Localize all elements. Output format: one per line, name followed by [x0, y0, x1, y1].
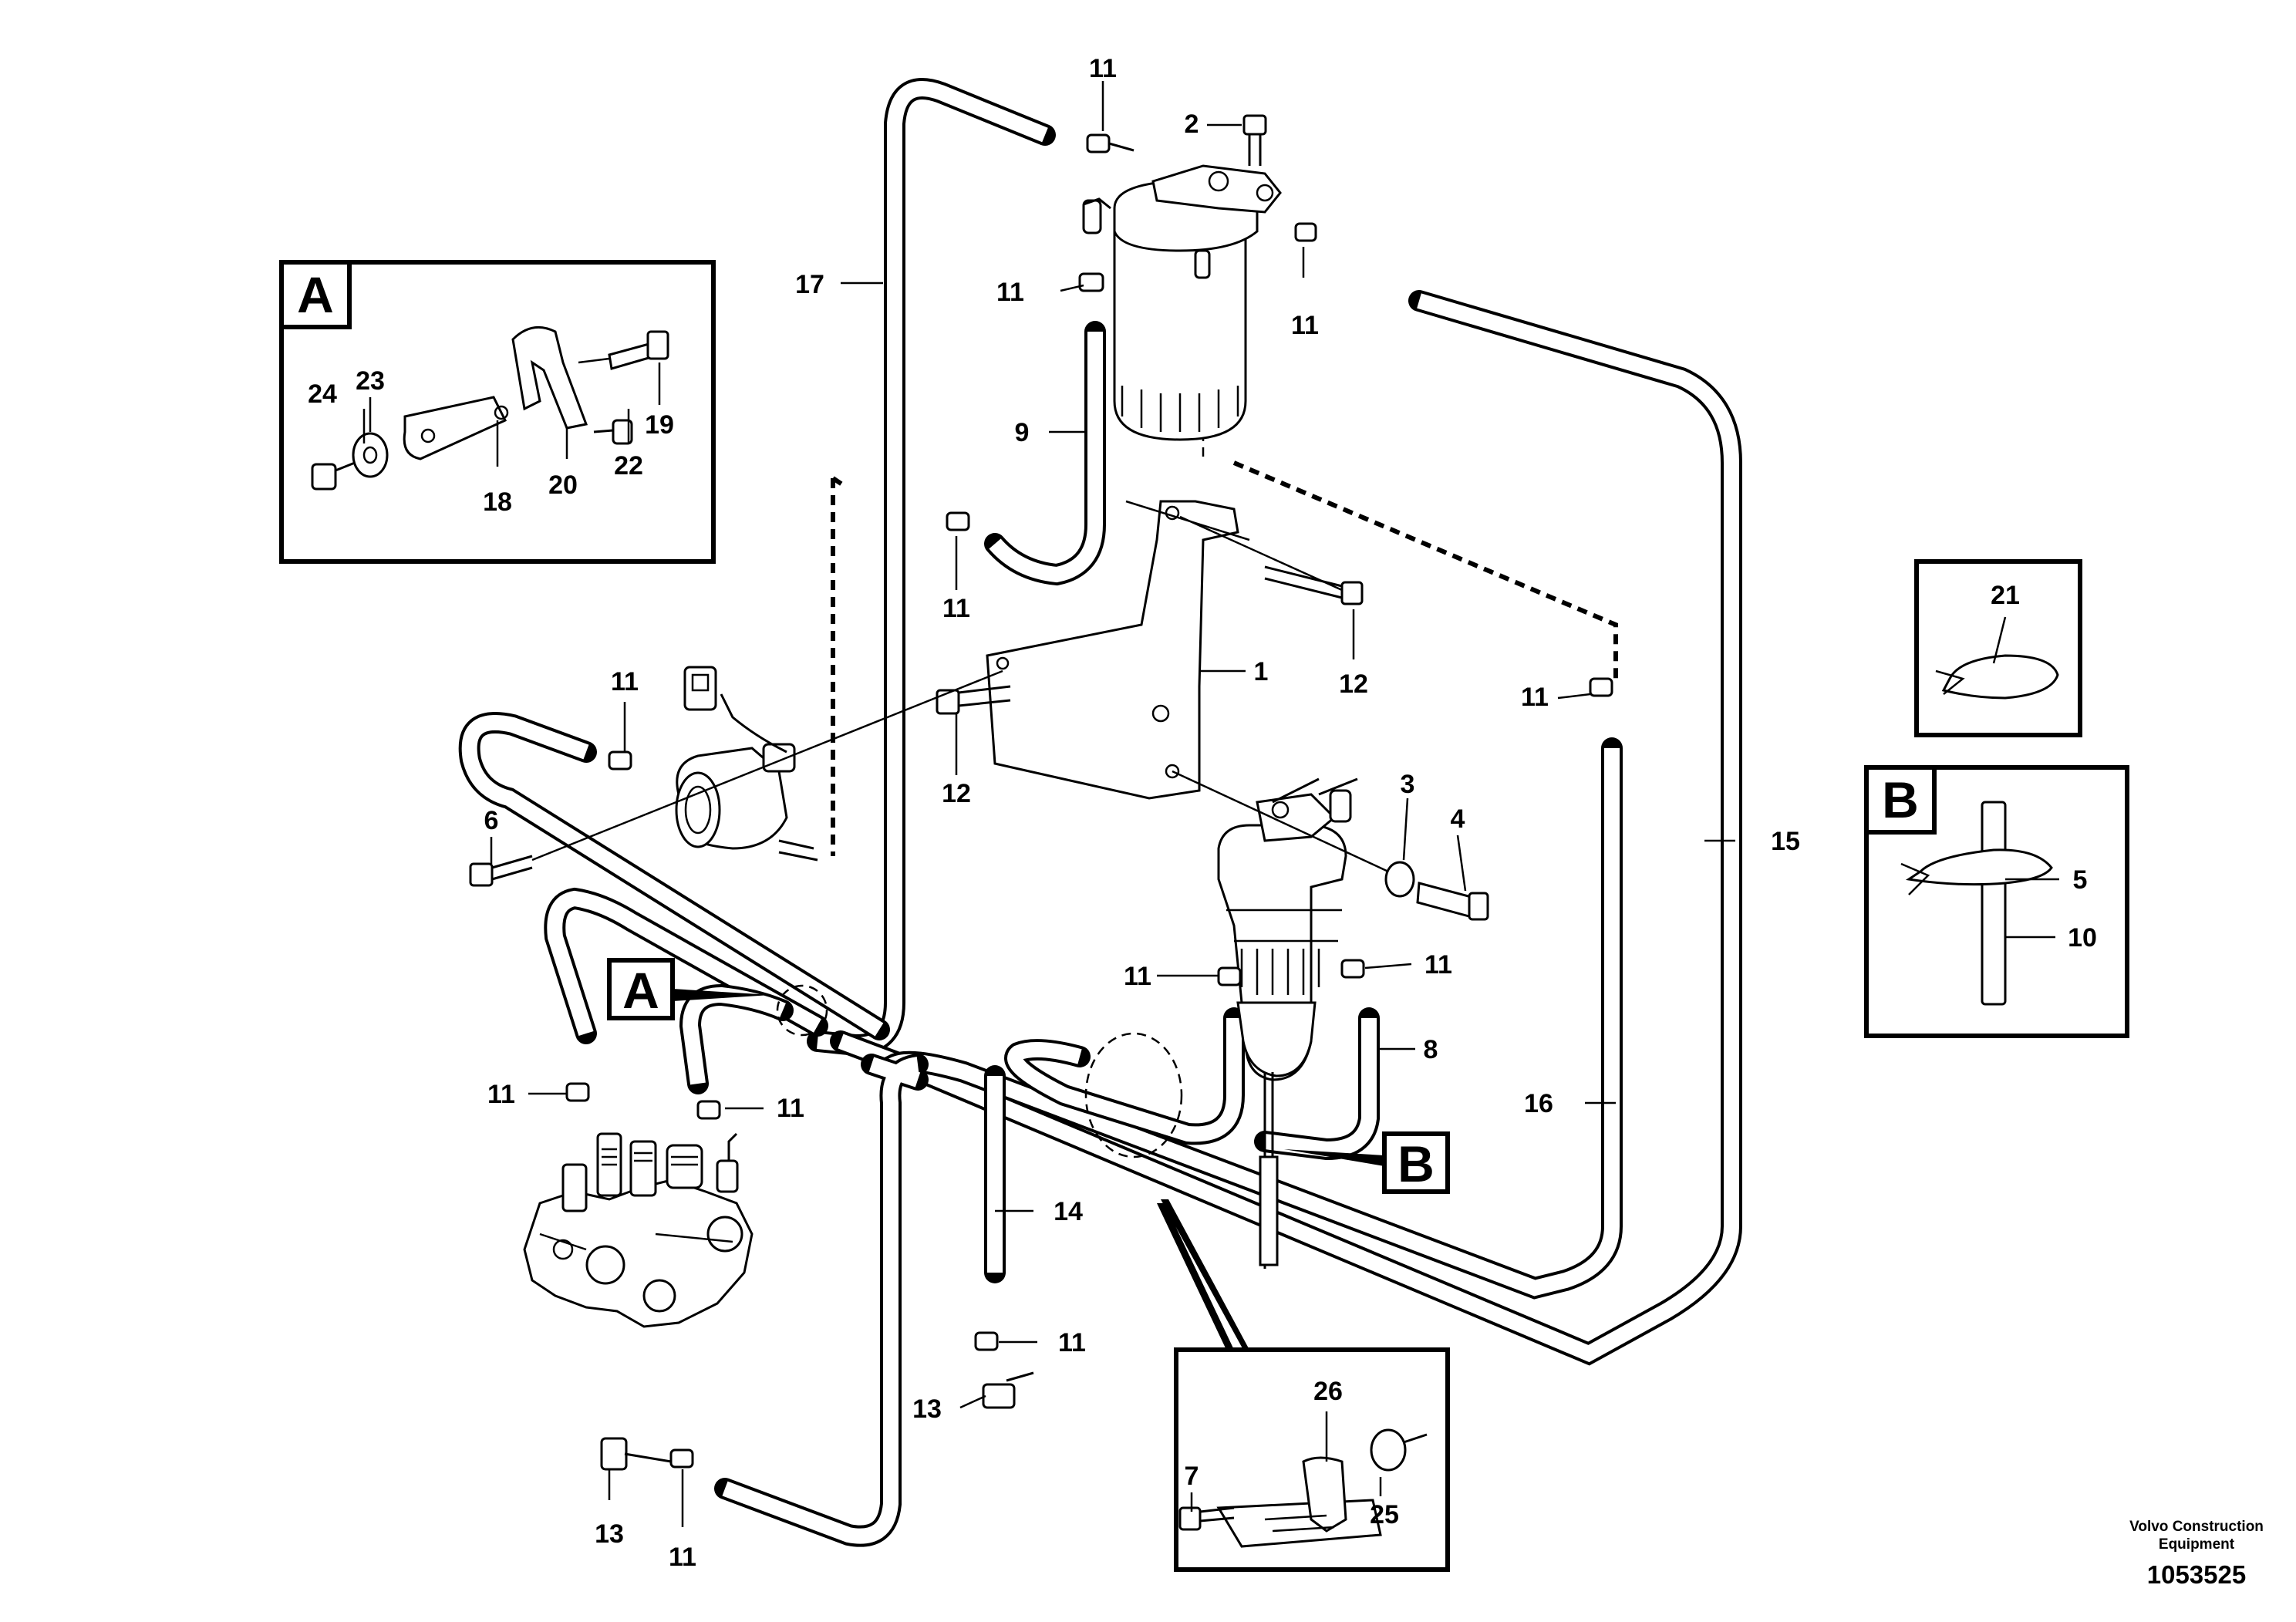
callout-4: 4 — [1451, 804, 1465, 834]
callout-1: 1 — [1254, 657, 1269, 686]
callout-11: 11 — [1089, 54, 1117, 83]
detail-box-a-letter: A — [297, 266, 334, 323]
callout-25: 25 — [1370, 1500, 1399, 1529]
callout-11: 11 — [777, 1094, 804, 1123]
view-marker-a: A — [607, 958, 771, 1020]
hose-clamps — [565, 133, 1613, 1469]
detail-box-21 — [1914, 559, 2082, 737]
fuel-filter-upper — [1082, 164, 1282, 441]
callout-11: 11 — [1424, 950, 1452, 980]
footer: Volvo Construction Equipment 1053525 — [2129, 1519, 2264, 1589]
callout-9: 9 — [1015, 418, 1030, 447]
clamp-pump-left — [565, 1082, 590, 1102]
callout-5: 5 — [2073, 865, 2088, 895]
clamp-center — [946, 511, 970, 531]
callout-11: 11 — [1291, 311, 1319, 340]
hose-pump-left — [544, 887, 828, 1044]
hose-lower-left — [714, 1054, 929, 1547]
callout-11: 11 — [1124, 962, 1151, 991]
injection-pump — [523, 1132, 754, 1328]
bolts — [469, 114, 1489, 921]
clamp-pump-right — [696, 1100, 721, 1120]
view-marker-a-letter: A — [622, 962, 659, 1019]
callout-13: 13 — [912, 1394, 942, 1424]
clamp-right-16 — [1589, 677, 1613, 697]
detail-box-b-letter: B — [1882, 771, 1919, 828]
fitting-13-bottom — [600, 1437, 672, 1471]
callout-26: 26 — [1313, 1377, 1343, 1406]
callout-2: 2 — [1185, 110, 1199, 139]
callout-24: 24 — [308, 379, 337, 409]
callout-14: 14 — [1054, 1197, 1083, 1226]
callout-16: 16 — [1524, 1089, 1553, 1118]
callout-12: 12 — [1339, 669, 1368, 699]
bolt-4 — [1416, 882, 1489, 921]
callout-17: 17 — [795, 270, 824, 299]
clamp-filter-lower-left — [1217, 966, 1242, 986]
bolt-2 — [1242, 114, 1267, 166]
callout-11: 11 — [942, 594, 970, 623]
clamp-filter-lower-right — [1340, 959, 1365, 979]
detail-box-b: B — [1864, 765, 2129, 1038]
hose-9 — [984, 321, 1106, 586]
leader-lines — [362, 81, 2059, 1527]
bolt-6 — [469, 669, 1003, 887]
callout-23: 23 — [356, 366, 385, 396]
callout-11: 11 — [1058, 1328, 1086, 1357]
callout-11: 11 — [1521, 683, 1549, 712]
fitting-13-center — [982, 1371, 1034, 1409]
callout-10: 10 — [2068, 923, 2097, 953]
callout-18: 18 — [483, 487, 512, 517]
document-number: 1053525 — [2147, 1560, 2246, 1589]
view-marker-b-letter: B — [1397, 1135, 1435, 1192]
hoses — [458, 78, 1742, 1547]
bolt-12-left — [936, 685, 1011, 715]
clamp-filter-left — [1078, 272, 1104, 292]
detail-box-a: A — [279, 260, 716, 564]
callout-labels: 11 2 17 11 11 9 11 1 12 12 11 6 11 3 4 1… — [308, 54, 2097, 1572]
callout-20: 20 — [548, 470, 578, 500]
spacer-3 — [1384, 861, 1415, 898]
callout-15: 15 — [1771, 827, 1800, 856]
callout-8: 8 — [1424, 1035, 1438, 1064]
callout-22: 22 — [614, 451, 643, 481]
hose-main-diagonal — [458, 712, 890, 1040]
bracket-1 — [986, 500, 1250, 800]
callout-6: 6 — [484, 806, 499, 835]
hose-pump-right — [679, 983, 794, 1094]
stop-solenoid — [675, 666, 818, 862]
clamp-solenoid — [608, 750, 632, 771]
callout-19: 19 — [645, 410, 674, 440]
hose-17 — [807, 78, 1056, 1057]
callout-3: 3 — [1401, 770, 1415, 799]
dashed-ellipse-b — [1084, 1032, 1183, 1158]
hose-filter-outlet-loop — [1004, 1007, 1245, 1145]
water-separator — [1217, 777, 1358, 1269]
detail-box-26 — [1157, 1199, 1450, 1572]
fittings — [600, 1371, 1034, 1471]
callout-11: 11 — [611, 667, 639, 696]
callout-11: 11 — [996, 278, 1024, 307]
brand-line-2: Equipment — [2159, 1536, 2235, 1553]
clamp-top — [1086, 133, 1135, 153]
bolt-12-right — [1264, 565, 1364, 605]
dashed-ellipse-a — [776, 984, 828, 1037]
clamp-right-top — [1294, 222, 1317, 242]
callout-13: 13 — [595, 1519, 624, 1549]
brand-line-1: Volvo Construction — [2129, 1519, 2264, 1535]
view-marker-b: B — [1284, 1131, 1450, 1194]
hose-8 — [1254, 1007, 1380, 1161]
callout-11: 11 — [669, 1543, 696, 1572]
callout-12: 12 — [942, 779, 971, 808]
callout-7: 7 — [1185, 1462, 1199, 1491]
callout-21: 21 — [1991, 581, 2020, 610]
clamp-hose-14 — [974, 1331, 999, 1351]
clamp-bottom — [669, 1448, 694, 1469]
callout-11: 11 — [487, 1080, 515, 1109]
